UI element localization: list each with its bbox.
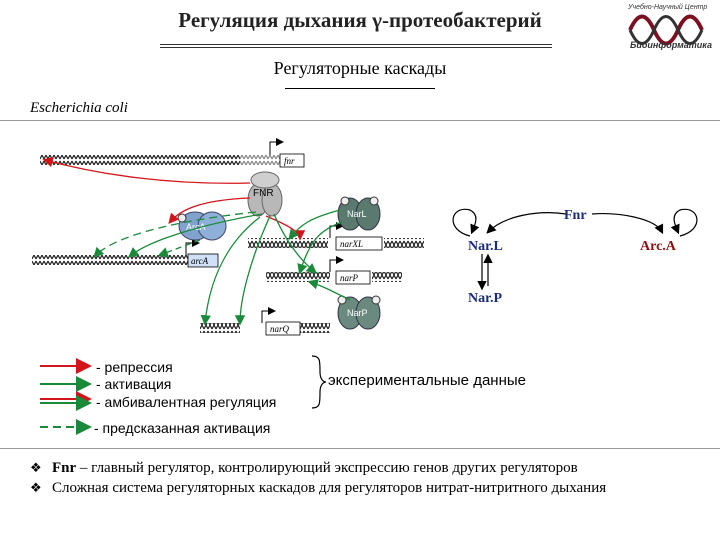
svg-text:FNR: FNR — [253, 188, 274, 199]
gene-narp: narP — [335, 270, 371, 285]
legend-ambivalent: - амбивалентная регуляция — [96, 394, 277, 410]
title-divider — [160, 44, 552, 48]
svg-text:fnr: fnr — [284, 156, 295, 166]
svg-text:narXL: narXL — [340, 239, 363, 249]
legend-repression: - репрессия — [96, 359, 173, 375]
legend-experimental: экспериментальные данные — [328, 372, 526, 389]
divider-bottom — [0, 448, 720, 449]
network-graph: Fnr Nar.L Arc.A Nar.P — [452, 208, 698, 306]
gene-fnr: fnr — [279, 153, 305, 168]
protein-arca: ArcA — [177, 211, 227, 241]
legend-predicted: - предсказанная активация — [94, 420, 271, 436]
logo-bottom-text: Биоинформатика — [630, 40, 712, 50]
bullet-item: ❖ Сложная система регуляторных каскадов д… — [30, 479, 712, 498]
protein-fnr: FNR — [247, 171, 283, 217]
node-narp: Nar.P — [468, 291, 503, 306]
bullet-diamond-icon: ❖ — [30, 461, 42, 476]
bullet-diamond-icon: ❖ — [30, 481, 42, 496]
svg-text:ArcA: ArcA — [186, 222, 206, 232]
node-narl: Nar.L — [468, 239, 503, 254]
legend-swatches — [40, 355, 327, 435]
protein-narl: NarL — [337, 196, 381, 231]
subtitle-underline — [285, 88, 435, 89]
page-subtitle: Регуляторные каскады — [273, 58, 447, 78]
page-title: Регуляция дыхания γ-протеобактерий — [178, 8, 542, 32]
svg-text:narP: narP — [340, 273, 359, 283]
bullet-text: Сложная система регуляторных каскадов дл… — [52, 480, 607, 496]
protein-narp: NarP — [337, 295, 381, 330]
logo-icon — [628, 14, 704, 46]
bullet-bold: Fnr — [52, 460, 77, 476]
gene-arca: arcA — [187, 253, 219, 268]
svg-text:narQ: narQ — [270, 324, 290, 334]
gene-narq: narQ — [265, 321, 301, 336]
organism-label: Escherichia coli — [30, 100, 128, 116]
promoter-arrows — [185, 138, 344, 323]
legend-activation: - активация — [96, 376, 172, 392]
bullet-item: ❖ Fnr – главный регулятор, контролирующий… — [30, 459, 712, 478]
regulation-arrows — [42, 157, 351, 326]
svg-text:NarP: NarP — [347, 308, 368, 318]
svg-text:arcA: arcA — [191, 256, 209, 266]
dna-strands — [32, 155, 424, 333]
node-fnr: Fnr — [564, 208, 587, 223]
regulatory-cascade-diagram: fnr narXL narP narQ arcA FNR NarL — [32, 138, 698, 435]
bullet-text: – главный регулятор, контролирующий эксп… — [76, 460, 578, 476]
logo-top-text: Учебно-Научный Центр — [628, 4, 708, 11]
divider-top — [0, 120, 720, 121]
node-arca: Arc.A — [640, 239, 677, 254]
svg-text:NarL: NarL — [347, 209, 367, 219]
gene-narxl: narXL — [335, 236, 383, 251]
